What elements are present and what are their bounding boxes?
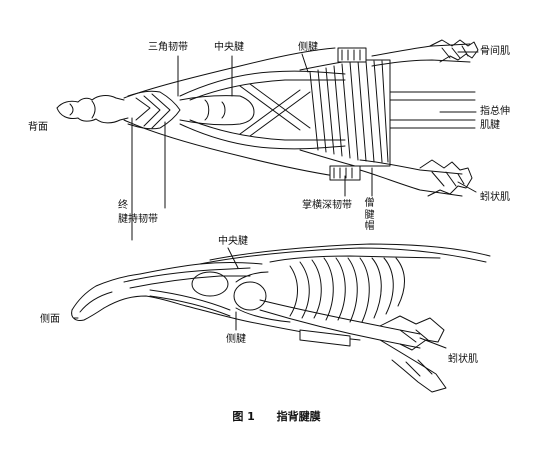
- label-lumbrical-bottom: 蚓状肌: [448, 354, 478, 365]
- label-sagittal-band-prefix: 僧: [364, 198, 375, 209]
- label-lateral-band-bottom: 侧腱: [226, 334, 246, 345]
- label-central-slip-bottom: 中央腱: [218, 236, 248, 247]
- label-triangular-ligament: 三角韧带: [148, 42, 188, 53]
- label-lateral-view: 侧面: [40, 314, 60, 325]
- figure-caption: 图 1 指背腱膜: [0, 408, 553, 424]
- caption-title: 指背腱膜: [276, 410, 321, 423]
- caption-number: 图 1: [232, 410, 255, 423]
- label-lumbrical-top: 蚓状肌: [480, 192, 510, 203]
- label-lateral-band-top: 侧腱: [298, 42, 318, 53]
- label-sagittal-band: 腱帽: [364, 210, 375, 232]
- label-interosseous: 骨间肌: [480, 46, 510, 57]
- label-dorsal-view: 背面: [28, 122, 48, 133]
- label-transverse-metacarpal-ligament: 掌横深韧带: [302, 200, 352, 211]
- lateral-view-drawing: [71, 243, 491, 393]
- label-central-slip-top: 中央腱: [214, 42, 244, 53]
- label-terminal-tendon: 终: [118, 200, 128, 211]
- label-extensor-tendon-line1: 指总伸: [480, 106, 510, 117]
- label-retinacular-ligament: 腱持韧带: [118, 214, 158, 225]
- dorsal-view-drawing: [56, 39, 479, 241]
- label-extensor-tendon-line2: 肌腱: [480, 120, 500, 131]
